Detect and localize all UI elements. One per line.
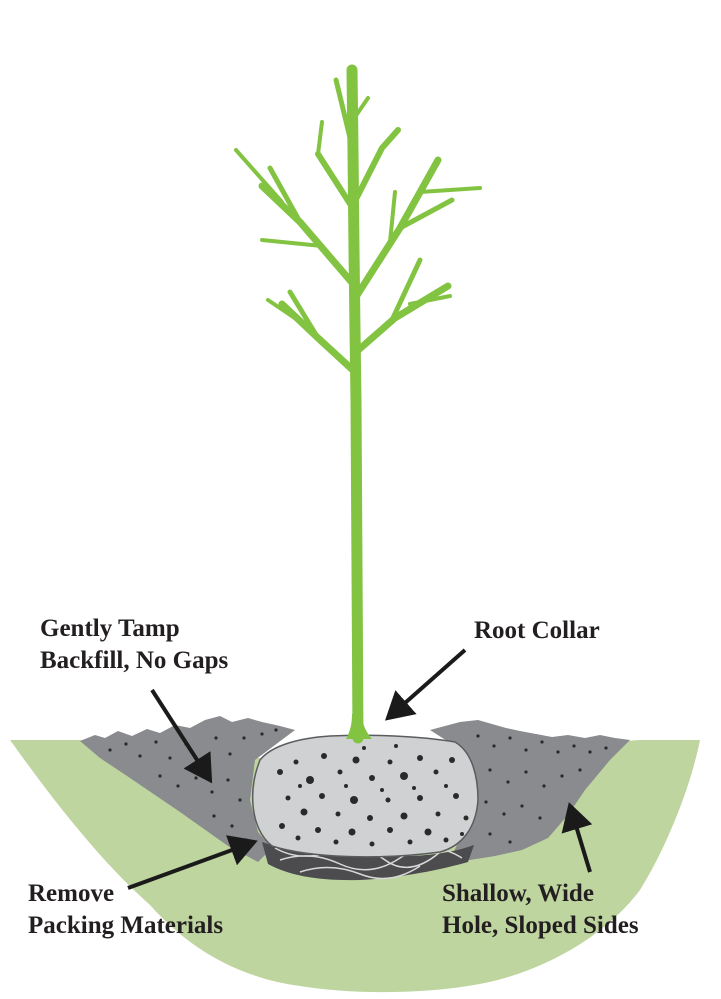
label-gently-tamp-line1: Gently Tamp (40, 613, 228, 645)
label-root-collar: Root Collar (474, 615, 600, 647)
arrow-root-collar (388, 650, 465, 718)
label-remove-packing: Remove Packing Materials (28, 878, 223, 942)
root-collar (346, 714, 372, 739)
label-shallow-hole-line1: Shallow, Wide (442, 878, 639, 910)
label-remove-packing-line1: Remove (28, 878, 223, 910)
label-gently-tamp: Gently Tamp Backfill, No Gaps (40, 613, 228, 677)
label-shallow-hole: Shallow, Wide Hole, Sloped Sides (442, 878, 639, 942)
seedling (236, 70, 480, 738)
label-remove-packing-line2: Packing Materials (28, 910, 223, 942)
label-gently-tamp-line2: Backfill, No Gaps (40, 645, 228, 677)
label-root-collar-text: Root Collar (474, 615, 600, 647)
label-shallow-hole-line2: Hole, Sloped Sides (442, 910, 639, 942)
